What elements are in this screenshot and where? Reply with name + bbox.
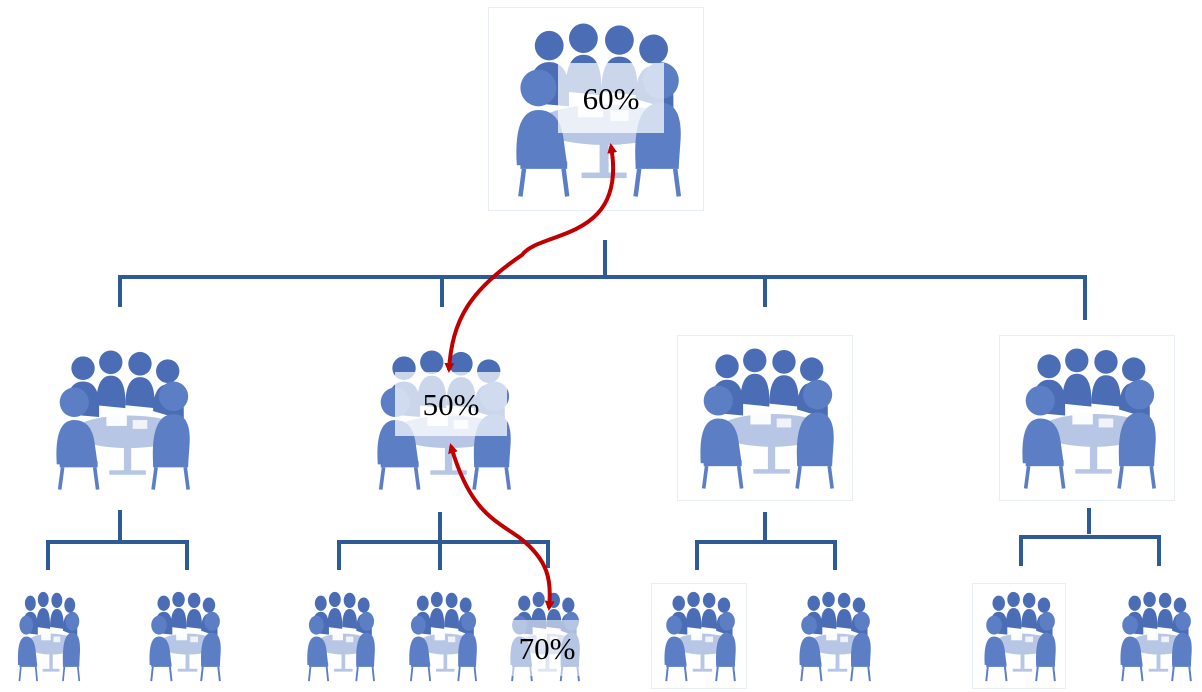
team-meeting-icon (145, 589, 223, 684)
team-icon-leaf-3 (296, 584, 384, 688)
team-icon-leaf-6 (652, 584, 746, 688)
bottom-percentage-label: 70% (505, 620, 589, 676)
team-icon-leaf-8 (973, 584, 1065, 688)
team-icon-level1-4 (1000, 336, 1174, 500)
team-icon-level1-3 (678, 336, 852, 500)
middle-percentage-label: 50% (395, 372, 507, 436)
team-icon-level1-1 (34, 338, 208, 500)
team-icon-leaf-1 (8, 584, 88, 688)
top-percentage-label: 60% (558, 63, 664, 133)
team-icon-leaf-2 (137, 584, 231, 688)
team-icon-leaf-4 (398, 584, 486, 688)
team-meeting-icon (692, 344, 838, 493)
team-meeting-icon (1116, 589, 1194, 684)
team-meeting-icon (303, 589, 377, 684)
team-meeting-icon (660, 589, 738, 684)
team-icon-leaf-9 (1109, 584, 1201, 688)
team-meeting-icon (405, 589, 479, 684)
team-meeting-icon (795, 589, 873, 684)
team-meeting-icon (1014, 344, 1160, 493)
team-meeting-icon (48, 346, 194, 494)
team-meeting-icon (14, 589, 82, 684)
team-icon-leaf-7 (787, 584, 881, 688)
team-meeting-icon (980, 589, 1058, 684)
